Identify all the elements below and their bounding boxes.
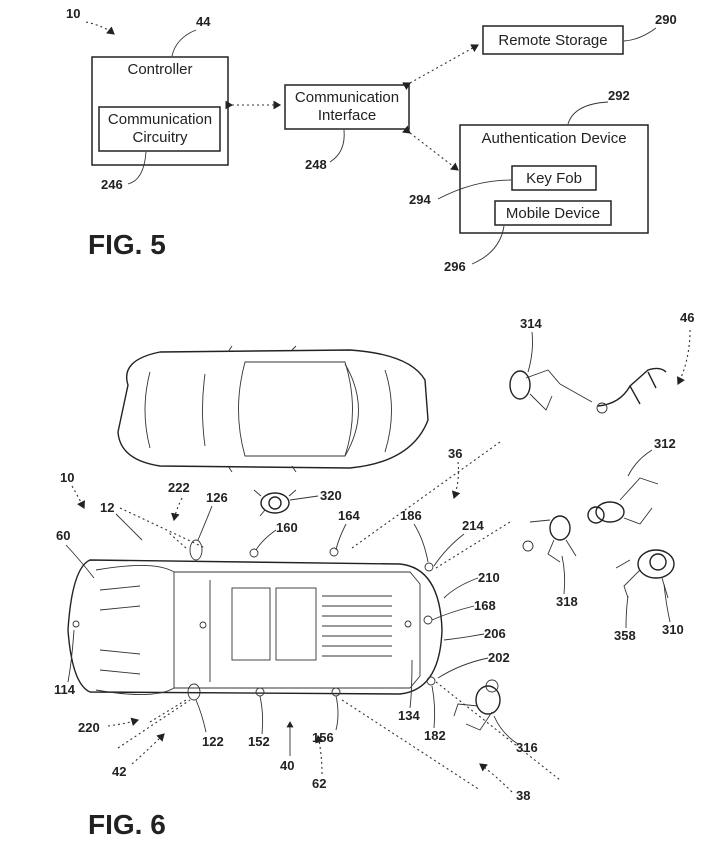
ref-134: 134: [398, 708, 420, 723]
ref-314: 314: [520, 316, 542, 331]
ref-318: 318: [556, 594, 578, 609]
ref-system-10: 10: [66, 6, 80, 21]
ref-220: 220: [78, 720, 100, 735]
fig6-reference-numerals: 10 12 60 114 222 126 160 320 164 36 186 …: [54, 310, 694, 803]
ref-186: 186: [400, 508, 422, 523]
pedestrian-310: [615, 549, 675, 599]
pedestrian-320: [253, 489, 297, 517]
ref-320: 320: [320, 488, 342, 503]
ref-comm-circuitry: 246: [101, 177, 123, 192]
pedestrian-316: [453, 679, 501, 731]
comm-interface-line2: Interface: [318, 107, 376, 124]
ref-160: 160: [276, 520, 298, 535]
comm-circuitry-line2: Circuitry: [133, 129, 188, 146]
fig5-block-diagram: 10 Controller 44 Communication Circuitry…: [66, 6, 677, 274]
pedestrian-312: [587, 477, 659, 525]
ref-126: 126: [206, 490, 228, 505]
ref-40: 40: [280, 758, 294, 773]
ref-36: 36: [448, 446, 462, 461]
key-fob-label: Key Fob: [526, 170, 582, 187]
ref-152: 152: [248, 734, 270, 749]
comm-circuitry-box: [98, 106, 221, 152]
ref-214: 214: [462, 518, 484, 533]
key-fob-box: [511, 165, 597, 191]
remote-storage-box: [482, 25, 624, 55]
comm-interface-line1: Communication: [295, 89, 399, 106]
fig5-title: FIG. 5: [88, 229, 166, 260]
ref-210: 210: [478, 570, 500, 585]
comm-interface-box: [284, 84, 410, 130]
remote-storage-label: Remote Storage: [498, 32, 607, 49]
ref-156: 156: [312, 730, 334, 745]
fig6-title: FIG. 6: [88, 809, 166, 840]
dog: [596, 367, 667, 414]
ref-mobile-device: 296: [444, 259, 466, 274]
ref-114: 114: [54, 682, 76, 697]
ref-10: 10: [60, 470, 74, 485]
ref-312: 312: [654, 436, 676, 451]
ref-122: 122: [202, 734, 224, 749]
ref-206: 206: [484, 626, 506, 641]
ref-12: 12: [100, 500, 114, 515]
ref-222: 222: [168, 480, 190, 495]
auth-device-label: Authentication Device: [481, 130, 626, 147]
main-vehicle-suv: [67, 539, 443, 701]
ref-38: 38: [516, 788, 530, 803]
ref-62: 62: [312, 776, 326, 791]
mobile-device-box: [494, 200, 612, 226]
controller-label: Controller: [127, 61, 192, 78]
parked-car: [117, 345, 429, 473]
ref-remote-storage: 290: [655, 12, 677, 27]
ref-key-fob: 294: [409, 192, 431, 207]
ref-202: 202: [488, 650, 510, 665]
fig6-drawing: 10 12 60 114 222 126 160 320 164 36 186 …: [54, 310, 694, 840]
ref-60: 60: [56, 528, 70, 543]
ref-182: 182: [424, 728, 446, 743]
ref-comm-interface: 248: [305, 157, 327, 172]
pedestrian-318: [522, 515, 577, 563]
ref-42: 42: [112, 764, 126, 779]
comm-circuitry-line1: Communication: [108, 111, 212, 128]
ref-316: 316: [516, 740, 538, 755]
ref-358: 358: [614, 628, 636, 643]
ref-46: 46: [680, 310, 694, 325]
pedestrian-314: [509, 369, 593, 411]
ref-auth-device: 292: [608, 88, 630, 103]
ref-310: 310: [662, 622, 684, 637]
mobile-device-label: Mobile Device: [506, 205, 600, 222]
ref-164: 164: [338, 508, 360, 523]
ref-controller: 44: [196, 14, 211, 29]
ref-168: 168: [474, 598, 496, 613]
